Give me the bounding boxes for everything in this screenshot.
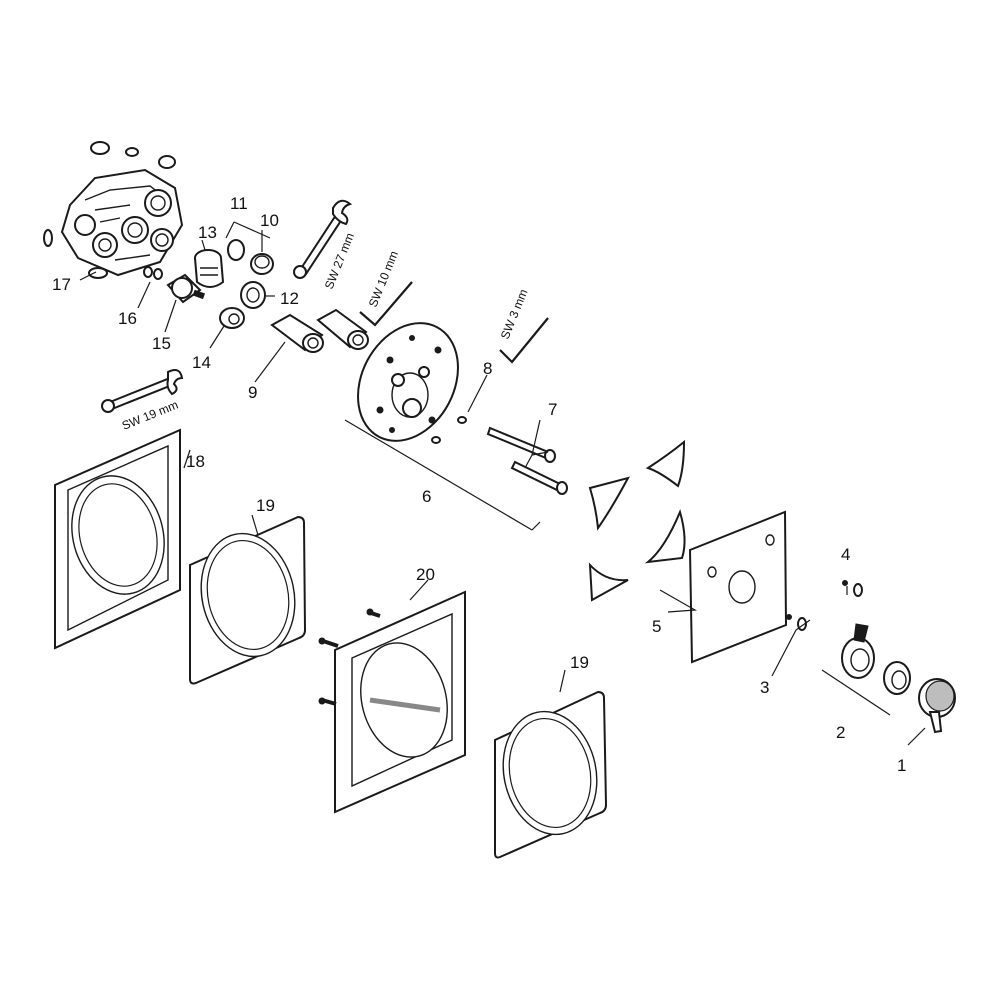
callout-15: 15 (152, 334, 171, 353)
callout-7: 7 (548, 400, 557, 419)
callout-16: 16 (118, 309, 137, 328)
callout-13: 13 (198, 223, 217, 242)
leader-lines (79, 221, 926, 746)
callout-6: 6 (422, 487, 431, 506)
callout-19-upper: 19 (256, 496, 275, 515)
part-6-mounting-plate (357, 322, 459, 442)
tool-wrench-19 (101, 369, 184, 413)
callout-5: 5 (652, 617, 661, 636)
part-2-adapter (841, 623, 911, 695)
part-8-screws (431, 416, 467, 444)
callout-2: 2 (836, 723, 845, 742)
callout-3: 3 (760, 678, 769, 697)
part-9-extensions (270, 308, 369, 353)
part-19-gasket-upper (189, 515, 307, 685)
tool-hex-key-3 (499, 317, 549, 364)
callout-labels: 1 2 3 4 5 6 7 8 9 10 11 12 13 14 15 16 1… (52, 194, 906, 775)
callout-11: 11 (230, 194, 248, 213)
part-15-cartridge (166, 273, 206, 304)
part-18-frame (54, 428, 181, 650)
part-3-pins (786, 614, 807, 631)
part-7-bolts (486, 426, 568, 495)
callout-18: 18 (186, 452, 205, 471)
callout-9: 9 (248, 383, 257, 402)
tool-wrench-27 (293, 199, 353, 279)
part-1-handle (918, 678, 956, 734)
callout-20: 20 (416, 565, 435, 584)
callout-8: 8 (483, 359, 492, 378)
part-19-gasket-lower (494, 690, 608, 859)
part-11-o-ring (227, 239, 245, 261)
part-10-plug (250, 253, 274, 275)
callout-19-lower: 19 (570, 653, 589, 672)
part-14-nut (219, 307, 245, 329)
callout-4: 4 (841, 545, 850, 564)
part-17-valve-body (43, 141, 184, 279)
callout-12: 12 (280, 289, 299, 308)
callout-17: 17 (52, 275, 71, 294)
part-12-ring (240, 281, 266, 309)
tool-labels: SW 27 mm SW 10 mm SW 3 mm SW 19 mm (120, 231, 531, 433)
tool-hex-key-10 (359, 281, 413, 327)
callout-10: 10 (260, 211, 279, 230)
part-5-cover-plate (688, 510, 788, 664)
tool-label-sw3: SW 3 mm (498, 287, 531, 341)
callout-14: 14 (192, 353, 211, 372)
part-20-box-frame (318, 590, 466, 814)
part-13-cartridge (194, 249, 225, 288)
part-16-seals (143, 266, 163, 280)
corner-trims (588, 439, 686, 602)
callout-1: 1 (897, 756, 906, 775)
part-4-pins (842, 580, 863, 597)
